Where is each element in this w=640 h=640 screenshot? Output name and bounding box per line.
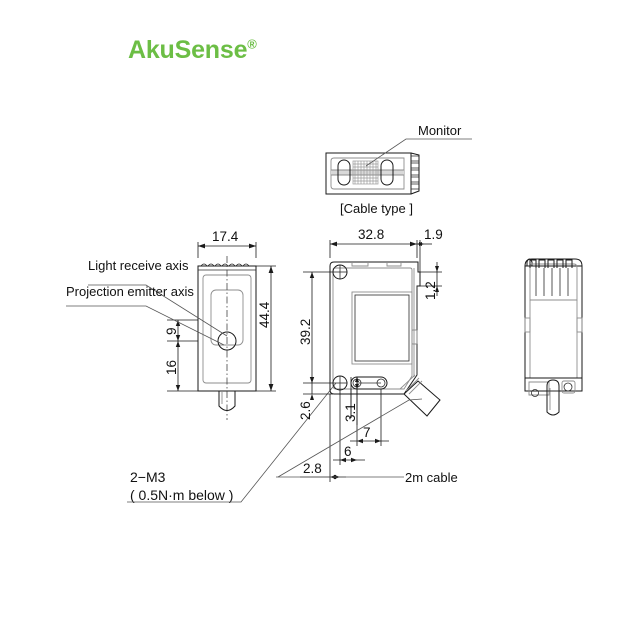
cable-type-caption: [Cable type ]: [340, 201, 413, 216]
dimension-slot-pitch: 7: [363, 425, 371, 440]
cable-length-label: 2m cable: [405, 470, 458, 485]
view-rear: [524, 258, 583, 416]
monitor-callout-label: Monitor: [418, 123, 462, 138]
registered-trademark-icon: ®: [247, 36, 257, 52]
dimension-hole-offset-bottom: 2.6: [298, 401, 313, 420]
dimension-edge-to-hole: 2.8: [303, 461, 322, 476]
dimension-front-height: 44.4: [257, 301, 272, 328]
screw-spec-label: 2−M3: [130, 469, 166, 485]
dimension-side-lip: 1.9: [424, 227, 443, 242]
dimension-slot-height: 3.1: [343, 403, 358, 422]
dimension-side-length: 32.8: [358, 227, 384, 242]
dimension-side-lip-height: 1.2: [423, 281, 438, 300]
view-side: 32.8 1.9 1.2 39.2: [276, 227, 458, 485]
dimension-axis-lower: 16: [164, 360, 179, 375]
brand-name: AkuSense: [128, 36, 248, 64]
view-front: 17.4 44.4 9 16 Light receive axis: [66, 229, 337, 503]
brand-logo: AkuSense®: [128, 36, 257, 65]
view-cable-type: Monitor [Cable type ]: [325, 123, 472, 216]
dimension-axis-upper: 9: [164, 327, 179, 335]
dimension-hole-to-slot: 6: [344, 444, 352, 459]
dimension-hole-pitch: 39.2: [298, 319, 313, 345]
dimension-front-width: 17.4: [212, 229, 239, 244]
torque-spec-label: ( 0.5N·m below ): [130, 487, 233, 503]
light-receive-axis-label: Light receive axis: [88, 258, 189, 273]
projection-emitter-axis-label: Projection emitter axis: [66, 284, 194, 299]
